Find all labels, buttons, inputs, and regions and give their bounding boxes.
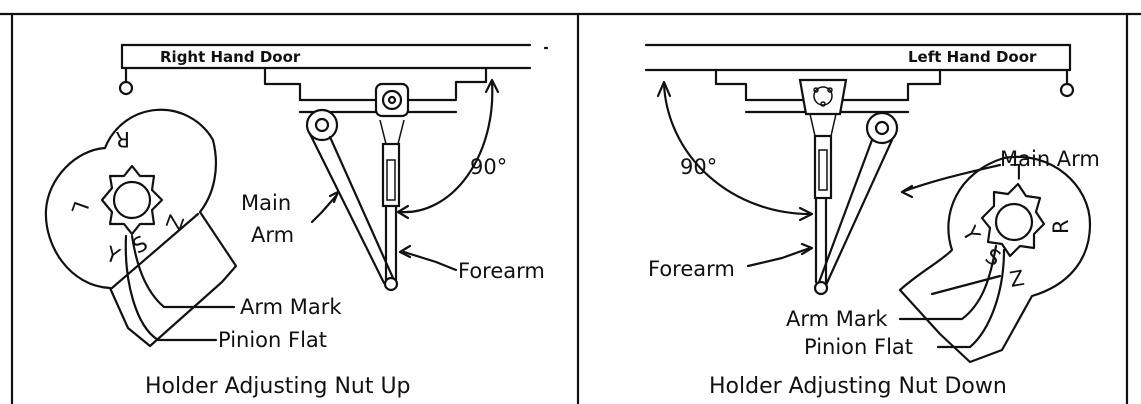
panel-right-hand: Right Hand Door	[44, 43, 549, 399]
pinion-detail-left: L R Y S Z	[898, 155, 1092, 364]
main-arm-label-right-1: Main	[241, 191, 291, 215]
pinion-letter-left-right: L	[66, 198, 93, 217]
angle-label-left: 90°	[680, 155, 717, 179]
main-arm-label-right-2: Arm	[251, 223, 294, 247]
forearm-label-right: Forearm	[458, 259, 545, 283]
main-arm-label-left: Main Arm	[1000, 147, 1100, 171]
door-right: Right Hand Door	[118, 43, 549, 96]
angle-arc-left: 90°	[656, 80, 814, 222]
pinion-letter-y-left: Y	[957, 221, 985, 245]
pinion-flat-label-left: Pinion Flat	[804, 335, 913, 359]
pinion-letter-side-left: R	[1049, 219, 1073, 234]
door-left: Left Hand Door	[644, 43, 1075, 98]
forearm-label-left: Forearm	[648, 257, 735, 281]
caption-right-hand: Holder Adjusting Nut Up	[145, 374, 411, 399]
pinion-flat-label-right: Pinion Flat	[218, 328, 327, 352]
angle-arc-right: 90°	[396, 78, 507, 220]
pinion-letter-z-left: Z	[1008, 266, 1026, 292]
leaders-right	[310, 190, 458, 272]
caption-left-hand: Holder Adjusting Nut Down	[709, 374, 1007, 399]
door-label-left: Left Hand Door	[908, 48, 1037, 66]
angle-label-right: 90°	[470, 155, 507, 179]
panel-left-hand: Left Hand Door	[644, 43, 1100, 399]
frame	[0, 12, 1141, 404]
door-label-right: Right Hand Door	[160, 48, 301, 66]
arm-mark-label-left: Arm Mark	[786, 307, 888, 331]
arm-mark-label-right: Arm Mark	[240, 295, 342, 319]
pinion-letter-top-right: R	[115, 127, 130, 151]
leaders-left	[746, 163, 1002, 268]
pinion-letter-side-right: Z	[162, 212, 189, 234]
arms-right	[305, 82, 410, 292]
pinion-detail-right: R L Z Y S	[44, 108, 238, 348]
pinion-letter-y-right: Y	[102, 241, 123, 268]
arms-left	[798, 78, 899, 296]
pinion-letter-top-left: L	[1010, 159, 1022, 183]
